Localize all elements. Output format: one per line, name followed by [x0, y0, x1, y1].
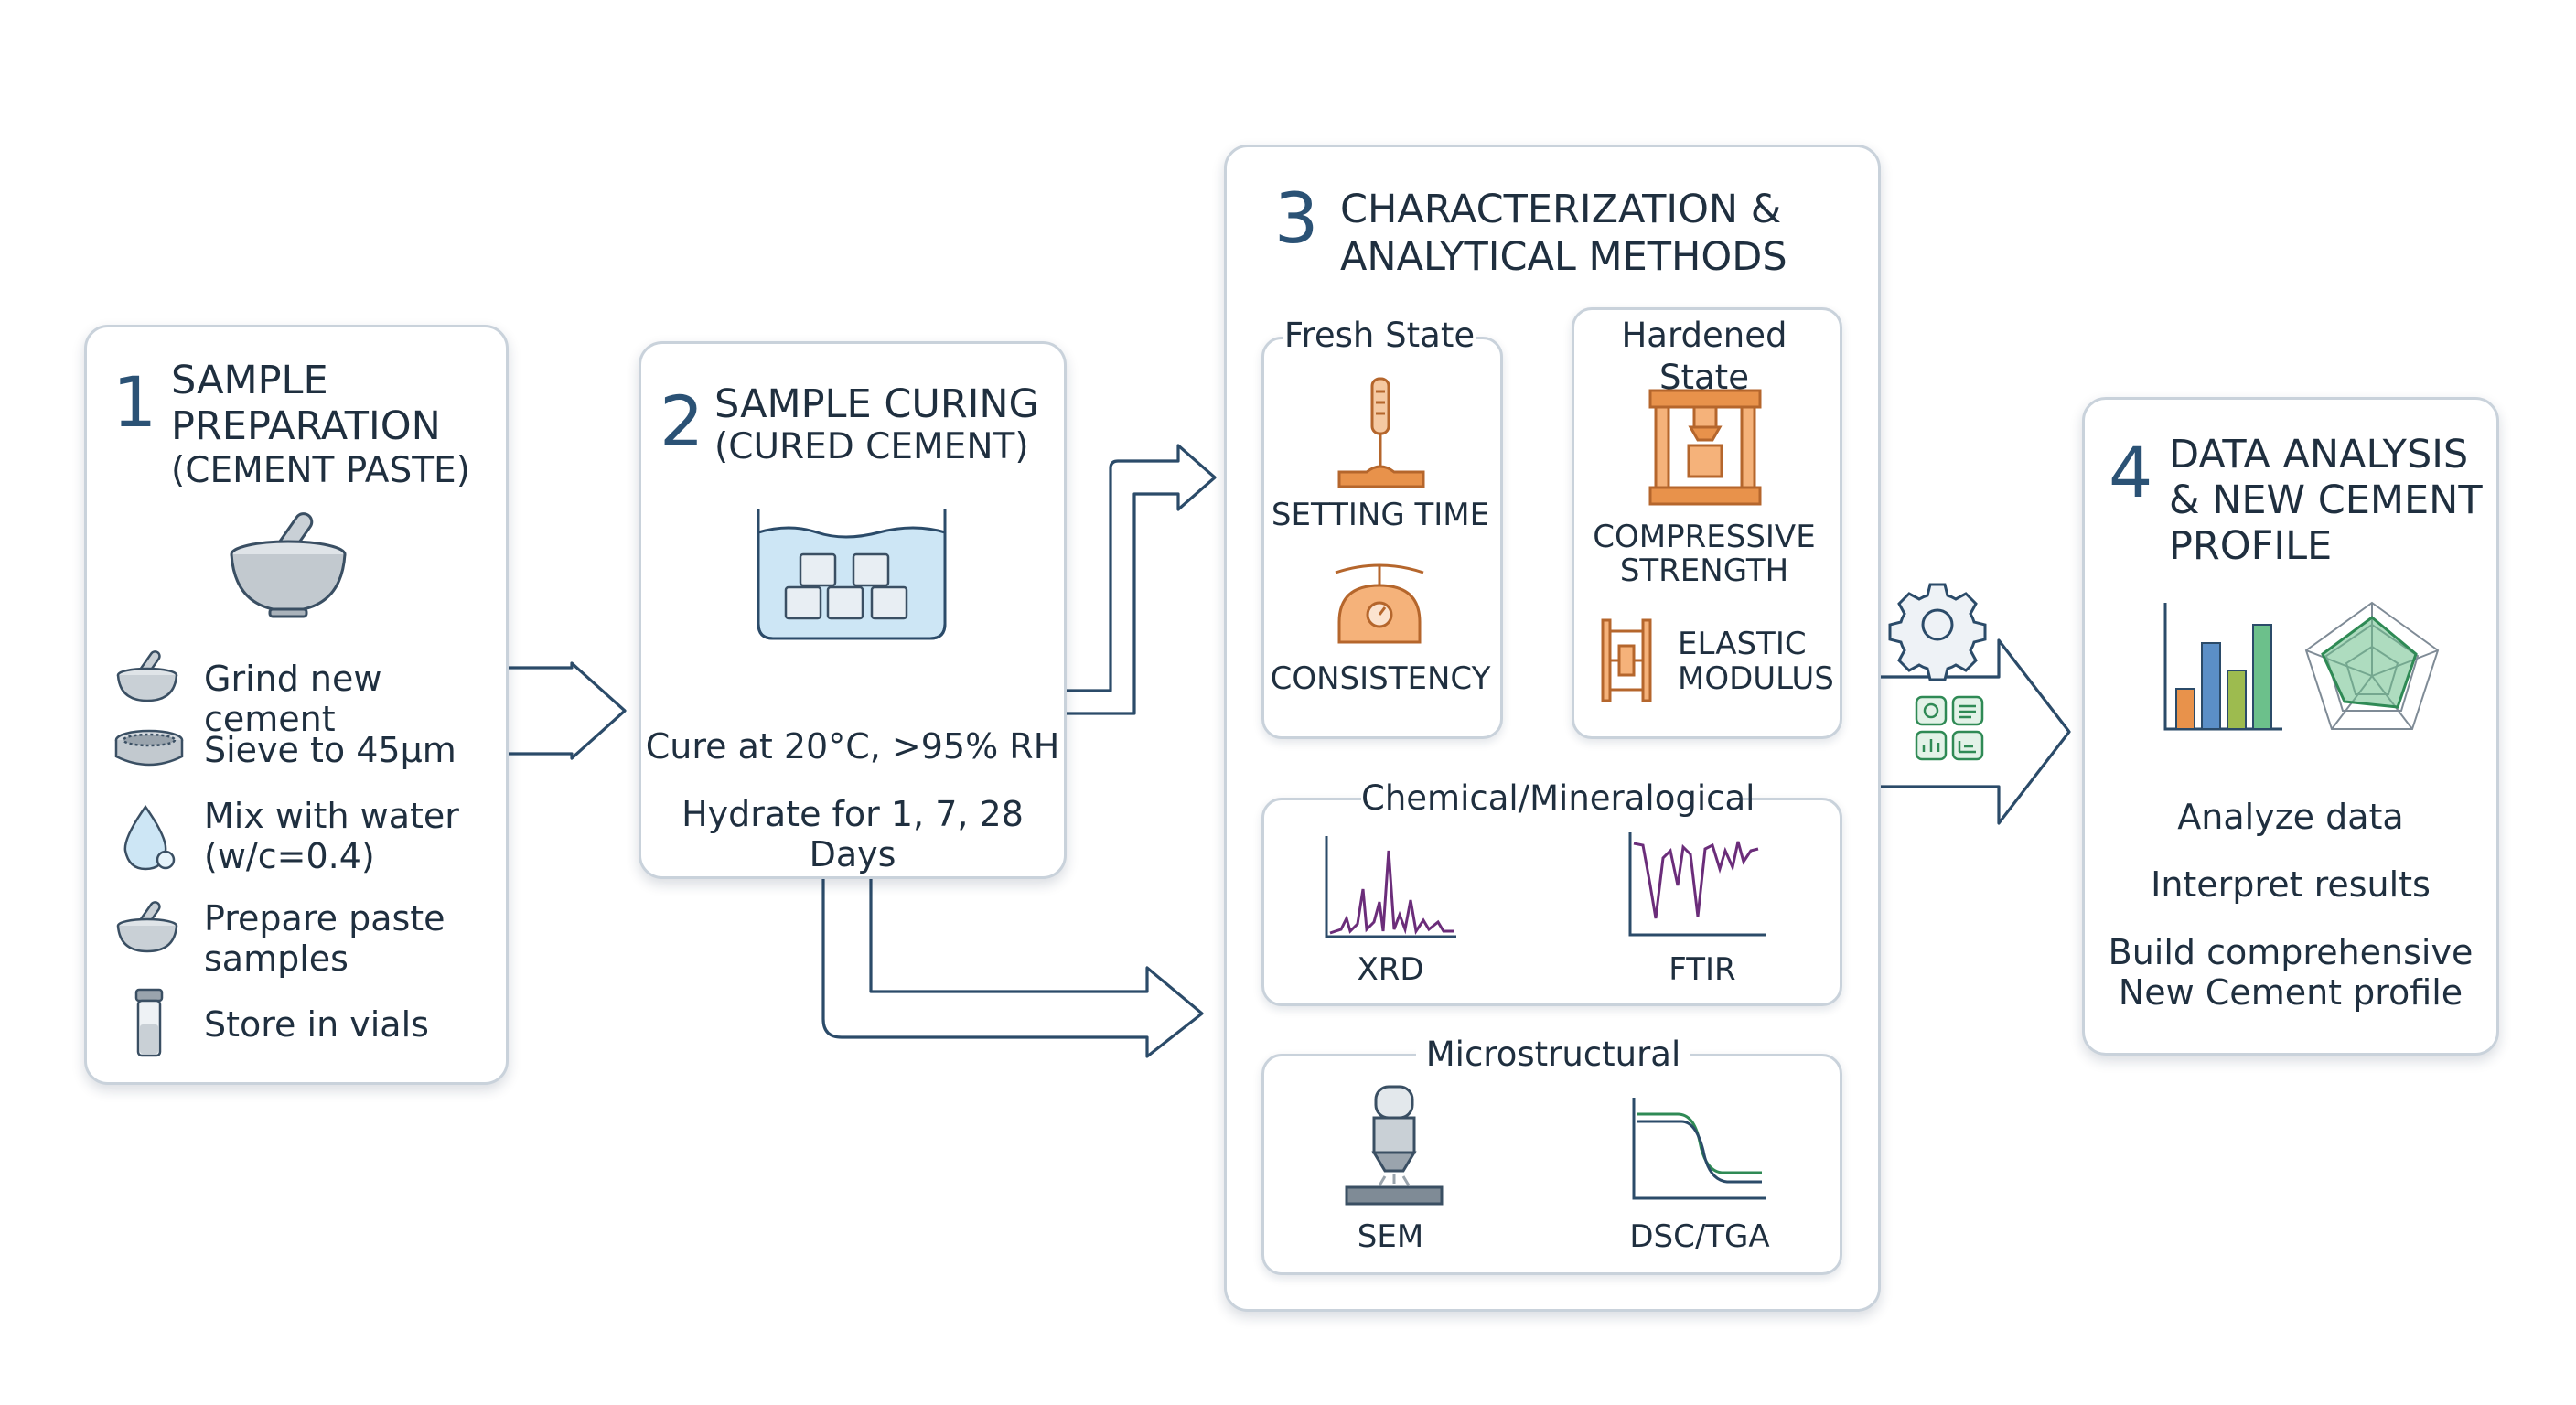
- stage4-analyze: Analyze data: [2177, 797, 2404, 837]
- microscope-icon: [1345, 1085, 1444, 1206]
- stage2-title: SAMPLE CURING: [714, 381, 1039, 427]
- dsc-tga-curve-icon: [1632, 1098, 1766, 1200]
- radar-chart-icon: [2304, 601, 2440, 730]
- dsc-tga-label: DSC/TGA: [1629, 1218, 1770, 1255]
- stage1-card: 1 SAMPLE PREPARATION (CEMENT PASTE) Grin…: [84, 325, 509, 1085]
- stage1-title-line2: PREPARATION: [171, 403, 441, 449]
- step-grind: Grind new cement: [204, 659, 382, 739]
- step-mix-line1: Mix with water: [204, 796, 459, 836]
- stage2-hydrate-text: Hydrate for 1, 7, 28 Days: [682, 794, 1024, 874]
- microstructural-header: Microstructural: [1416, 1034, 1690, 1076]
- elastic-label-2: MODULUS: [1678, 660, 1834, 697]
- vial-icon: [134, 988, 164, 1057]
- stage4-number: 4: [2109, 432, 2153, 513]
- setting-time-label: SETTING TIME: [1271, 497, 1490, 533]
- curing-tank-icon: [757, 509, 947, 640]
- stage3-title-line1: CHARACTERIZATION &: [1340, 187, 1782, 232]
- arrow-1-to-2: [505, 661, 627, 760]
- stage3-title-line2: ANALYTICAL METHODS: [1340, 234, 1787, 280]
- sieve-icon: [114, 729, 184, 767]
- compressive-label-2: STRENGTH: [1619, 552, 1789, 589]
- needle-icon: [1337, 377, 1425, 488]
- hardened-state-header: Hardened State: [1583, 315, 1826, 399]
- consistency-label: CONSISTENCY: [1270, 660, 1491, 697]
- stage2-subtitle: (CURED CEMENT): [714, 426, 1029, 467]
- bar-chart-icon: [2163, 603, 2282, 731]
- xrd-label: XRD: [1357, 951, 1424, 988]
- stage4-build-line2: New Cement profile: [2118, 972, 2463, 1013]
- arrow-3-to-4: [1880, 638, 2071, 825]
- fresh-state-header: Fresh State: [1283, 315, 1476, 357]
- gear-icon: [1888, 583, 1987, 681]
- mortar-pestle-icon: [116, 650, 178, 702]
- step-mix-line2: (w/c=0.4): [204, 836, 375, 876]
- stage2-cure-text: Cure at 20°C, >95% RH: [645, 726, 1060, 767]
- stage2-card: 2 SAMPLE CURING (CURED CEMENT) Cure at 2…: [639, 341, 1067, 879]
- chemical-header: Chemical/Mineralogical: [1361, 778, 1755, 820]
- stage4-title-line2: & NEW CEMENT: [2169, 477, 2483, 523]
- stage3-number: 3: [1274, 177, 1319, 259]
- mortar-pestle-icon: [230, 512, 347, 618]
- step-prepare-line2: samples: [204, 938, 349, 979]
- compressive-label-1: COMPRESSIVE: [1593, 519, 1816, 555]
- data-grid-icon: [1915, 695, 1984, 761]
- sem-label: SEM: [1357, 1218, 1424, 1255]
- elastic-label-1: ELASTIC: [1678, 626, 1807, 662]
- stage1-number: 1: [113, 361, 157, 443]
- stage1-subtitle: (CEMENT PASTE): [171, 450, 470, 491]
- arrow-2-to-3-lower: [821, 878, 1204, 1058]
- stage4-build-line1: Build comprehensive: [2108, 932, 2474, 972]
- scale-icon: [1335, 563, 1424, 644]
- arrow-2-to-3-upper: [1066, 444, 1217, 715]
- ftir-spectrum-icon: [1628, 832, 1766, 937]
- stage2-number: 2: [660, 381, 704, 462]
- step-store: Store in vials: [204, 1004, 429, 1045]
- stage4-card: 4 DATA ANALYSIS & NEW CEMENT PROFILE Ana…: [2082, 397, 2499, 1056]
- step-prepare-line1: Prepare paste: [204, 898, 445, 938]
- stage4-interpret: Interpret results: [2151, 864, 2431, 905]
- stage4-title-line1: DATA ANALYSIS: [2169, 432, 2469, 477]
- stage4-title-line3: PROFILE: [2169, 523, 2333, 569]
- xrd-pattern-icon: [1325, 836, 1456, 938]
- elastic-modulus-icon: [1601, 618, 1652, 702]
- press-icon: [1648, 389, 1762, 506]
- water-drop-icon: [123, 804, 176, 871]
- ftir-label: FTIR: [1669, 951, 1736, 988]
- mortar-pestle-icon: [116, 901, 178, 953]
- step-sieve: Sieve to 45μm: [204, 730, 456, 770]
- stage1-title-line1: SAMPLE: [171, 358, 328, 403]
